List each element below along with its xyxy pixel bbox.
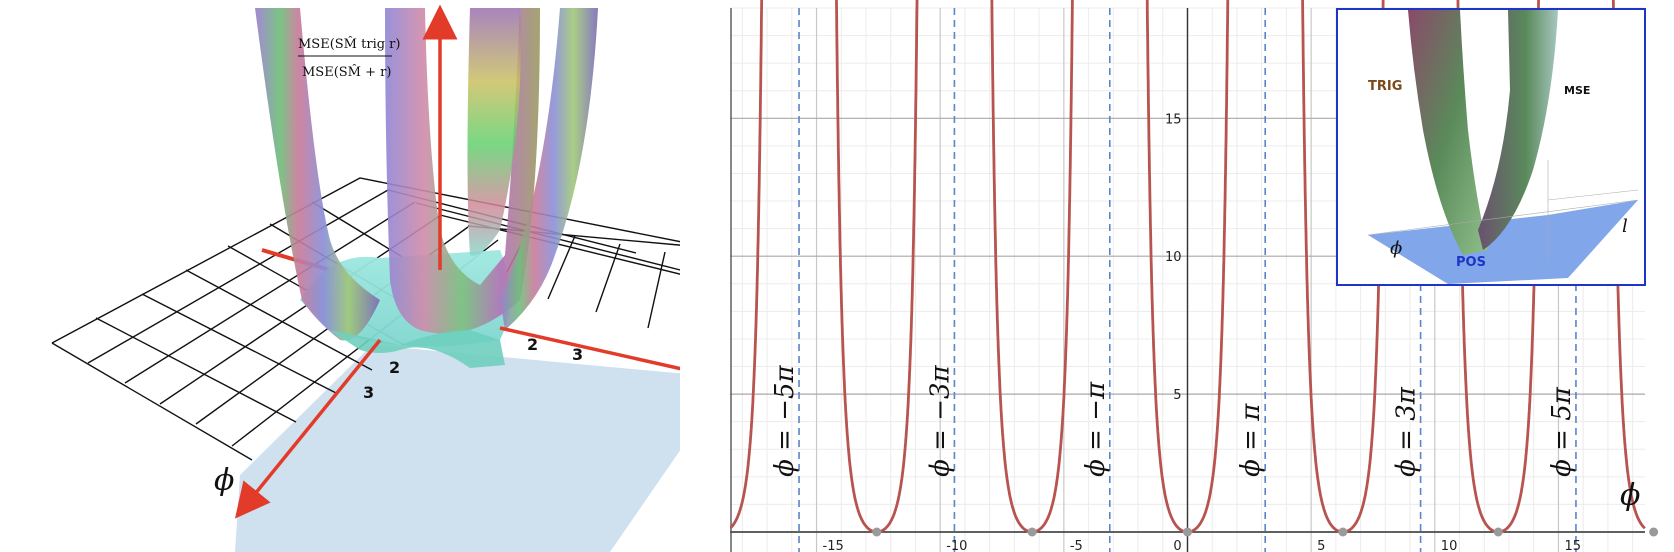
asymptote-label: ϕ = 3π [1392,386,1422,477]
x-tick-label: -5 [1070,539,1083,552]
minimum-point [872,527,882,537]
base-plane [235,345,680,552]
inset-label-l: l [1622,216,1628,237]
asymptote-label: ϕ = π [1236,403,1266,477]
y-tick-label: 5 [1173,388,1181,403]
x-tick-label: -15 [823,539,844,552]
inset-label-phi: ϕ [1390,238,1402,259]
tick-phi-3: 3 [363,383,374,402]
asymptote-label: ϕ = 5π [1547,386,1577,477]
axis-phi [234,338,382,519]
curve-segment [730,0,764,530]
x-tick-label: 10 [1441,539,1458,552]
surface-floor-dip [330,330,505,368]
surface-wall-left [255,8,380,341]
minimum-point [1649,527,1659,537]
surface-plot: 2 3 2 3 d ϕ MSE(SM̂ trig r) MSE(SM̂ + r) [51,4,680,552]
asymptote-labels: ϕ = −5π ϕ = −3π ϕ = −π ϕ = π ϕ = 3π ϕ = 5π [770,364,1577,476]
x-tick-label: 15 [1564,539,1581,552]
inset-surface: TRIG MSE POS ϕ l [1367,10,1639,284]
asymptote-label: ϕ = −5π [770,364,800,476]
asymptote-label: ϕ = −3π [925,364,955,476]
z-label-denominator: MSE(SM̂ + r) [302,64,391,80]
z-axis-label: MSE(SM̂ trig r) MSE(SM̂ + r) [298,36,400,80]
x-tick-label: -10 [946,539,967,552]
axis-phi-label: ϕ [214,463,234,498]
inset-wall-trig [1408,10,1488,255]
surface-wall-center [385,8,540,334]
curve-segment [1611,0,1646,530]
minimum-point [1338,527,1348,537]
inset-wall-mse [1478,10,1558,250]
minimum-point [1027,527,1037,537]
y-tick-label: 15 [1165,112,1182,127]
inset-pos-plane [1368,200,1638,284]
inset-axes [1367,160,1639,260]
inset-label-trig: TRIG [1368,79,1402,94]
tick-d-3: 3 [572,345,583,364]
z-label-numerator: MSE(SM̂ trig r) [298,36,400,52]
tick-phi-2: 2 [389,358,400,377]
asymptote-label: ϕ = −π [1081,381,1111,477]
y-tick-labels: 5 10 15 [1165,112,1182,403]
y-tick-label: 10 [1165,250,1182,265]
inset-label-mse: MSE [1564,84,1590,97]
minimum-point [1493,527,1503,537]
x-tick-label: 5 [1317,539,1325,552]
x-tick-labels: -15 -10 -5 0 5 10 15 [823,539,1581,552]
inset-label-pos: POS [1456,255,1486,270]
minimum-point [1183,527,1192,537]
x-tick-label: 0 [1173,539,1181,552]
surface-wall-far-right [500,8,598,330]
inset-panel: TRIG MSE POS ϕ l [1336,8,1646,286]
minima-points [872,527,1659,537]
axis-d [499,326,680,371]
x-axis-label: ϕ [1620,478,1640,513]
surface-wall-right [467,8,521,256]
tick-d-2: 2 [527,335,538,354]
